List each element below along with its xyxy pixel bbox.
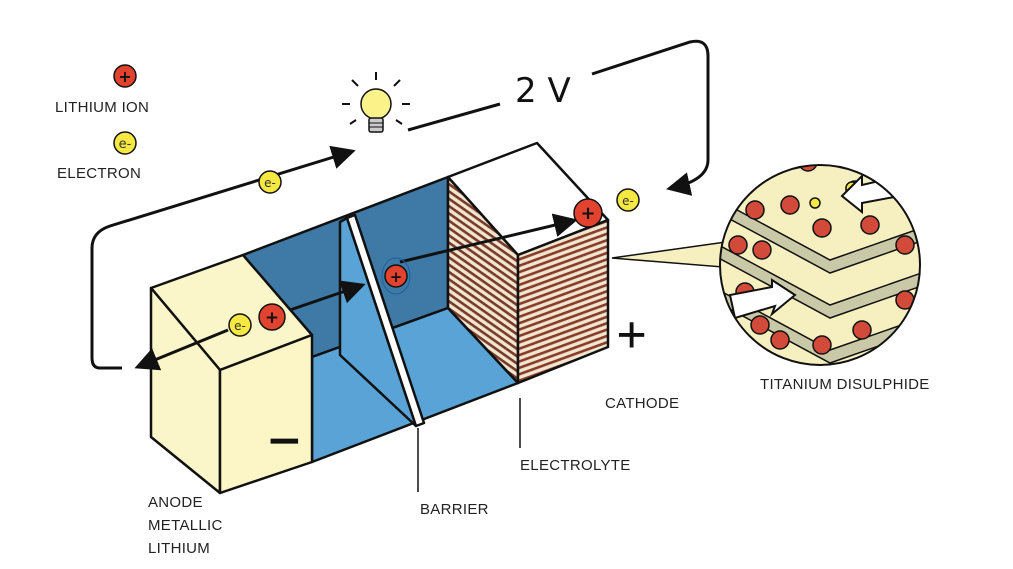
positive-terminal-sign: + [614, 309, 649, 358]
lithium-ion-symbol: + [118, 67, 131, 86]
ion-flow [134, 213, 578, 371]
legend-electron-label: ELECTRON [57, 165, 141, 182]
anode-front-face [218, 333, 314, 495]
solvation-shell [381, 257, 411, 295]
battery-cell [149, 141, 610, 495]
legend: + LITHIUM ION e- ELECTRON [55, 64, 149, 182]
cathode-label: CATHODE [605, 395, 679, 412]
voltage-label: 2 V [515, 71, 571, 111]
lithium-ion-icon [113, 64, 137, 88]
electron-arrow [134, 328, 229, 371]
legend-lithium-ion-label: LITHIUM ION [55, 99, 149, 116]
electron-symbol: e- [119, 137, 132, 152]
component-labels: CATHODE TITANIUM DISULPHIDE ELECTROLYTE … [148, 376, 930, 557]
light-bulb-icon [342, 72, 410, 133]
negative-terminal-sign: − [266, 415, 303, 466]
electron-particle: e- [264, 176, 276, 190]
cathode-front-face [516, 218, 610, 385]
electrolyte-label: ELECTROLYTE [520, 457, 631, 474]
anode-label-lithium: LITHIUM [148, 540, 210, 557]
anode-label-metallic: METALLIC [148, 517, 223, 534]
electron-particle: e- [622, 194, 634, 208]
titanium-disulphide-label: TITANIUM DISULPHIDE [760, 376, 930, 393]
electron-particle: e- [234, 319, 246, 333]
barrier-label: BARRIER [420, 501, 489, 518]
magnified-titanium-disulphide [719, 164, 921, 366]
particles: e- + + + e- e- [228, 170, 640, 337]
circuit-wire [90, 39, 710, 370]
ion-arrow-2 [399, 213, 578, 264]
ion-particle: + [265, 308, 279, 328]
ion-particle: + [580, 203, 595, 224]
electron-icon [113, 131, 137, 155]
ion-arrow-1 [289, 280, 366, 312]
ion-particle: + [390, 268, 403, 286]
barrier [345, 213, 426, 428]
anode-label: ANODE [148, 494, 203, 511]
